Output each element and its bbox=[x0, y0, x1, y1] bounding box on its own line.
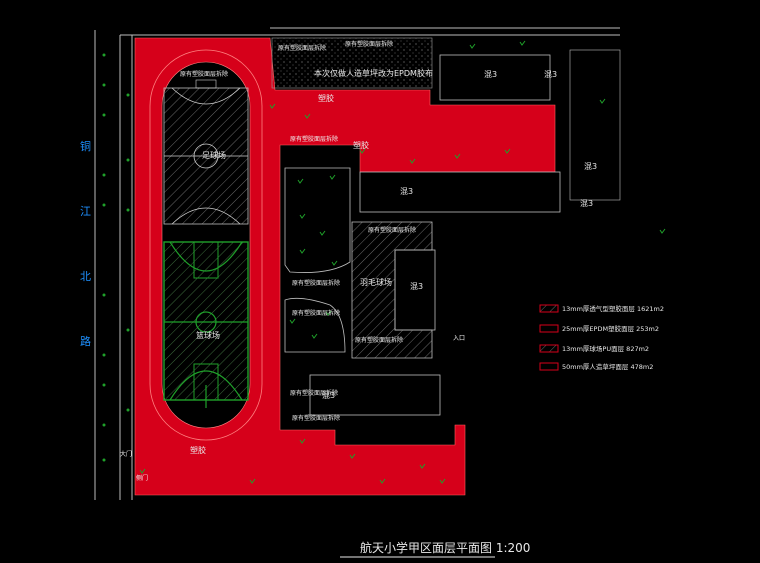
building-label: 混3 bbox=[410, 282, 423, 291]
building-label: 混3 bbox=[484, 70, 497, 79]
court-label: 篮球场 bbox=[196, 330, 220, 340]
legend: 13mm厚透气型塑胶面层 1621m2 25mm厚EPDM塑胶面层 253m2 … bbox=[539, 304, 664, 371]
building-block bbox=[359, 171, 561, 213]
tree-markers bbox=[102, 53, 130, 462]
building-label: 混3 bbox=[544, 70, 557, 79]
note-tag: 原有塑胶面层拆除 bbox=[292, 309, 340, 317]
building-label: 混3 bbox=[322, 391, 335, 400]
note-tag: 原有塑胶面层拆除 bbox=[292, 279, 340, 287]
plastic-label: 塑胶 bbox=[353, 140, 369, 150]
note-tag: 原有塑胶面层拆除 bbox=[368, 226, 416, 234]
note-tag: 原有塑胶面层拆除 bbox=[290, 135, 338, 143]
building-label: 混3 bbox=[584, 162, 597, 171]
legend-swatch bbox=[539, 324, 559, 333]
building-label: 混3 bbox=[400, 187, 413, 196]
legend-swatch bbox=[539, 344, 559, 353]
court-label: 羽毛球场 bbox=[360, 277, 392, 287]
note-tag: 原有塑胶面层拆除 bbox=[278, 44, 326, 52]
green-area bbox=[284, 167, 351, 273]
badminton-court bbox=[351, 221, 433, 359]
legend-item: 25mm厚EPDM塑胶面层 253m2 bbox=[562, 324, 659, 333]
note-tag: 原有塑胶面层拆除 bbox=[292, 414, 340, 422]
building-block bbox=[439, 54, 551, 101]
note-tag: 原有塑胶面层拆除 bbox=[355, 336, 403, 344]
note-tag: 原有塑胶面层拆除 bbox=[290, 389, 338, 397]
legend-item: 13mm厚透气型塑胶面层 1621m2 bbox=[562, 304, 664, 313]
gate-label: 大门 bbox=[120, 450, 132, 458]
plastic-label: 塑胶 bbox=[318, 93, 334, 103]
green-area bbox=[284, 297, 346, 353]
legend-item: 50mm厚人造草坪面层 478m2 bbox=[562, 362, 653, 371]
note-tag: 原有塑胶面层拆除 bbox=[180, 70, 228, 78]
note-tag: 原有塑胶面层拆除 bbox=[345, 40, 393, 48]
basketball-court bbox=[163, 241, 249, 401]
road-name-char: 江 bbox=[80, 205, 91, 218]
top-note: 本次仅做人造草坪改为EPDM胶布 bbox=[314, 68, 433, 78]
road-name-char: 路 bbox=[80, 335, 91, 348]
building-label: 混3 bbox=[580, 199, 593, 208]
plastic-label: 塑胶 bbox=[190, 445, 206, 455]
drawing-title: 航天小学甲区面层平面图 1:200 bbox=[360, 540, 530, 555]
vegetation-marks bbox=[139, 40, 666, 484]
legend-swatch bbox=[539, 362, 559, 371]
epdm-zone bbox=[271, 37, 433, 89]
building-block bbox=[569, 49, 621, 201]
legend-item: 13mm厚球场PU面层 827m2 bbox=[562, 344, 649, 353]
legend-swatch bbox=[539, 304, 559, 313]
building-block bbox=[309, 374, 441, 416]
gate-label: 入口 bbox=[453, 335, 465, 342]
court-label: 足球场 bbox=[202, 150, 226, 160]
gate-label: 侧门 bbox=[136, 474, 148, 482]
road-name-char: 北 bbox=[80, 270, 91, 283]
road-name-char: 铜 bbox=[80, 139, 91, 153]
